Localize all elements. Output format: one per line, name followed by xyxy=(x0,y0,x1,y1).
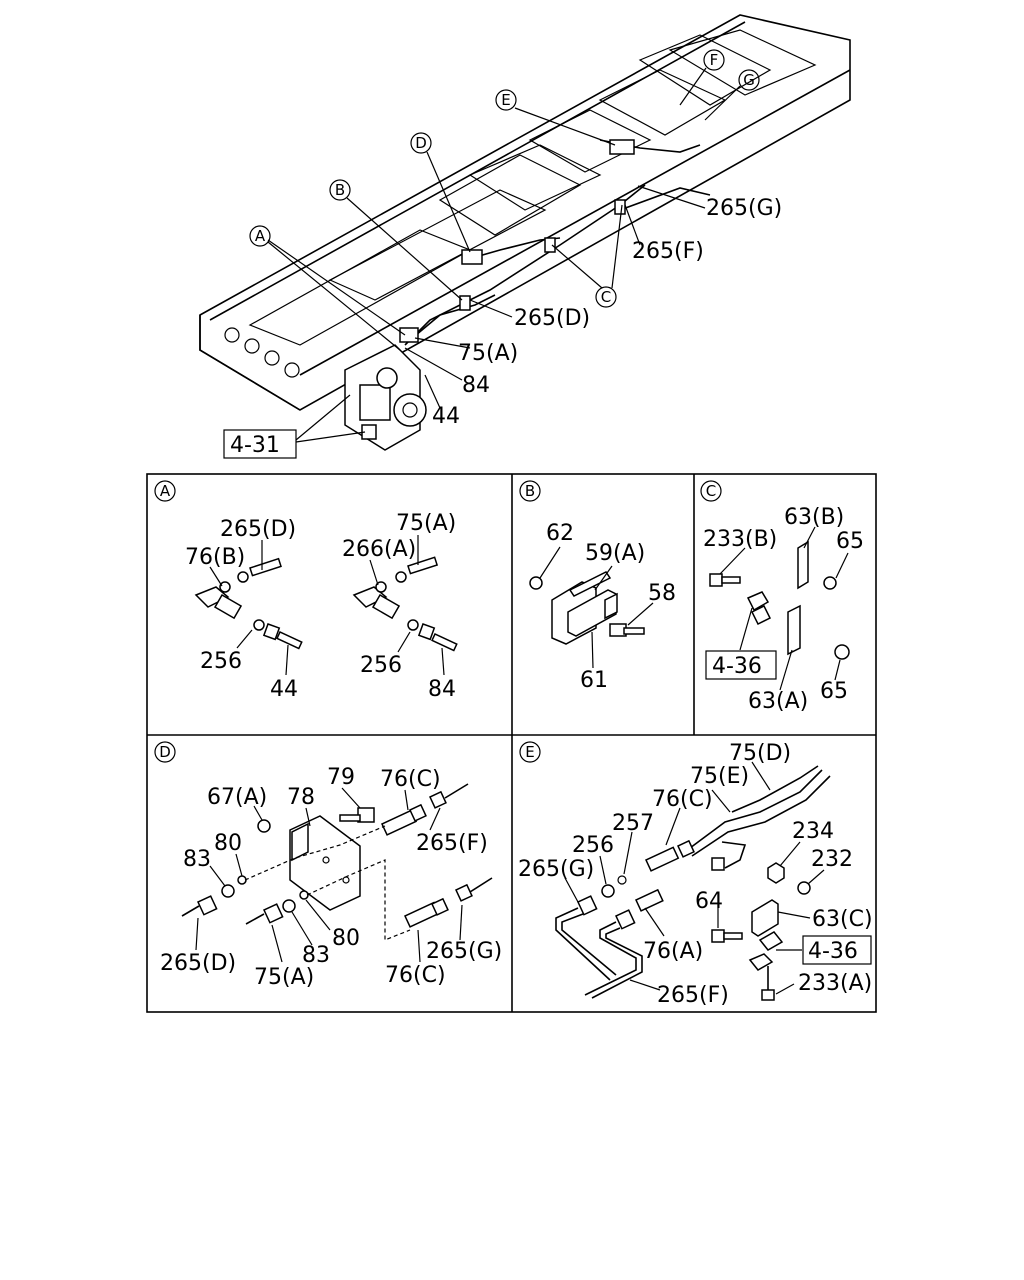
ref-box xyxy=(223,429,297,459)
panel-c: C 233(B) 63(B) 65 4-36 63(A) 65 xyxy=(700,480,864,714)
label-65: 65 xyxy=(820,679,848,704)
label-257: 257 xyxy=(612,811,654,836)
label-44: 44 xyxy=(432,404,460,429)
label-64: 64 xyxy=(695,889,723,914)
label-234: 234 xyxy=(792,819,834,844)
label-266a: 266(A) xyxy=(342,537,416,562)
callout-b-icon: B xyxy=(329,179,351,201)
detail-grid xyxy=(146,473,877,1013)
label-265d: 265(D) xyxy=(514,306,590,331)
label-233b: 233(B) xyxy=(703,527,777,552)
label-233a: 233(A) xyxy=(798,971,872,996)
label-44: 44 xyxy=(270,677,298,702)
label-265f: 265(F) xyxy=(657,983,729,1008)
label-84: 84 xyxy=(462,373,490,398)
label-83: 83 xyxy=(183,847,211,872)
label-75a: 75(A) xyxy=(396,511,456,536)
label-76c: 76(C) xyxy=(385,963,446,988)
label-265f: 265(F) xyxy=(416,831,488,856)
svg-text:A: A xyxy=(255,227,266,245)
label-232: 232 xyxy=(811,847,853,872)
overview-leaders xyxy=(267,67,741,443)
svg-text:C: C xyxy=(601,288,611,306)
label-78: 78 xyxy=(287,785,315,810)
label-80: 80 xyxy=(332,926,360,951)
panel-d-letter: D xyxy=(159,743,171,761)
overview-labels: 265(G) 265(F) 265(D) 75(A) 84 44 4-31 xyxy=(223,196,782,459)
label-256: 256 xyxy=(200,649,242,674)
label-265g: 265(G) xyxy=(518,857,594,882)
svg-text:B: B xyxy=(335,181,345,199)
label-256: 256 xyxy=(360,653,402,678)
label-75a: 75(A) xyxy=(458,341,518,366)
label-ref-436: 4-36 xyxy=(712,654,762,679)
label-67a: 67(A) xyxy=(207,785,267,810)
panel-d: D xyxy=(154,741,502,990)
label-256: 256 xyxy=(572,833,614,858)
svg-text:F: F xyxy=(710,51,719,69)
label-59a: 59(A) xyxy=(585,541,645,566)
panel-e: E xyxy=(518,741,873,1008)
callout-e-icon: E xyxy=(495,89,517,111)
label-265g: 265(G) xyxy=(426,939,502,964)
label-75d: 75(D) xyxy=(729,741,791,766)
label-76b: 76(B) xyxy=(185,545,245,570)
callout-a-icon: A xyxy=(249,225,271,247)
label-265d: 265(D) xyxy=(160,951,236,976)
label-ref-436: 4-36 xyxy=(808,939,858,964)
label-80: 80 xyxy=(214,831,242,856)
label-76c: 76(C) xyxy=(380,767,441,792)
label-265f: 265(F) xyxy=(632,239,704,264)
label-63c: 63(C) xyxy=(812,907,873,932)
label-76c: 76(C) xyxy=(652,787,713,812)
label-84: 84 xyxy=(428,677,456,702)
callout-f-icon: F xyxy=(703,49,725,71)
label-83: 83 xyxy=(302,943,330,968)
panel-a-letter: A xyxy=(160,482,171,500)
svg-text:D: D xyxy=(415,134,427,152)
svg-text:G: G xyxy=(743,71,755,89)
overview-illustration xyxy=(199,14,851,451)
overview-callouts: A B C D E F G xyxy=(249,49,760,308)
label-79: 79 xyxy=(327,765,355,790)
label-75e: 75(E) xyxy=(690,764,749,789)
svg-text:E: E xyxy=(501,91,510,109)
callout-d-icon: D xyxy=(410,132,432,154)
label-65: 65 xyxy=(836,529,864,554)
panel-b: B 62 59(A) 58 61 xyxy=(519,480,676,693)
callout-g-icon: G xyxy=(738,69,760,91)
label-58: 58 xyxy=(648,581,676,606)
label-76a: 76(A) xyxy=(643,939,703,964)
label-62: 62 xyxy=(546,521,574,546)
panel-b-letter: B xyxy=(525,482,535,500)
label-265g: 265(G) xyxy=(706,196,782,221)
label-63b: 63(B) xyxy=(784,505,844,530)
ref-box xyxy=(802,935,872,965)
label-265d: 265(D) xyxy=(220,517,296,542)
label-75a: 75(A) xyxy=(254,965,314,990)
label-61: 61 xyxy=(580,668,608,693)
panel-e-letter: E xyxy=(525,743,534,761)
ref-box xyxy=(705,650,777,680)
panel-a: A 265(D) 76(B) 256 44 75(A) 266(A) 256 xyxy=(154,480,458,702)
panel-c-letter: C xyxy=(706,482,716,500)
label-63a: 63(A) xyxy=(748,689,808,714)
callout-c-icon: C xyxy=(595,286,617,308)
label-ref-431: 4-31 xyxy=(230,433,280,458)
